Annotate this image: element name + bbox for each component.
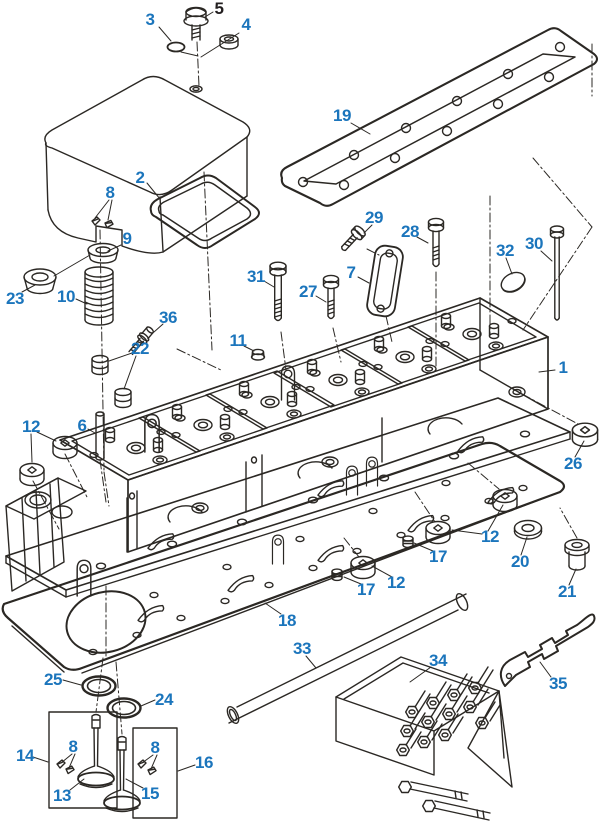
- part-nut-11: [250, 348, 266, 361]
- leader-lines: [21, 11, 585, 791]
- part-bolt-31: [269, 261, 287, 322]
- part-valve-13: [77, 713, 115, 789]
- part-valve-seal-23: [23, 268, 57, 295]
- part-valve-spring-10: [84, 266, 114, 326]
- part-cylinder-head-1: [5, 297, 549, 592]
- part-kit-box-14: [48, 711, 118, 809]
- part-sleeve-21: [564, 538, 590, 571]
- part-valve-cover: [44, 75, 251, 254]
- part-cover-gasket-2: [149, 174, 260, 249]
- part-strip-35: [499, 613, 596, 687]
- part-seat-25: [81, 675, 117, 697]
- part-bolt-box-34: [335, 656, 513, 821]
- part-cover-bolt-5: [183, 6, 209, 41]
- part-connection-gasket-7: [366, 244, 404, 318]
- phantom-centerlines: [32, 41, 593, 735]
- part-washer-20: [513, 519, 543, 540]
- part-bolt-28: [427, 217, 445, 268]
- part-stud-36: [128, 326, 155, 356]
- part-nut-4: [219, 34, 239, 50]
- part-head-gasket-18: [1, 441, 566, 674]
- part-gasket-19: [280, 27, 599, 207]
- part-rod-30: [549, 225, 565, 321]
- part-valve-guide-22a: [91, 354, 109, 376]
- part-plug-32: [500, 271, 526, 293]
- part-guide-tube-6: [95, 411, 105, 461]
- part-oring-3: [166, 41, 186, 53]
- part-kit-box-16: [132, 727, 178, 819]
- part-plug-17a: [402, 535, 414, 549]
- part-plug-17b: [331, 568, 343, 582]
- part-grommet-26: [571, 422, 599, 448]
- part-spring-retainer-9: [87, 242, 119, 264]
- part-bolt-29: [341, 225, 366, 252]
- part-seat-24: [106, 697, 142, 719]
- part-bolt-27: [322, 274, 340, 320]
- part-valve-guide-22b: [114, 387, 132, 409]
- part-tube-33: [226, 592, 469, 725]
- part-valve-15: [103, 735, 141, 813]
